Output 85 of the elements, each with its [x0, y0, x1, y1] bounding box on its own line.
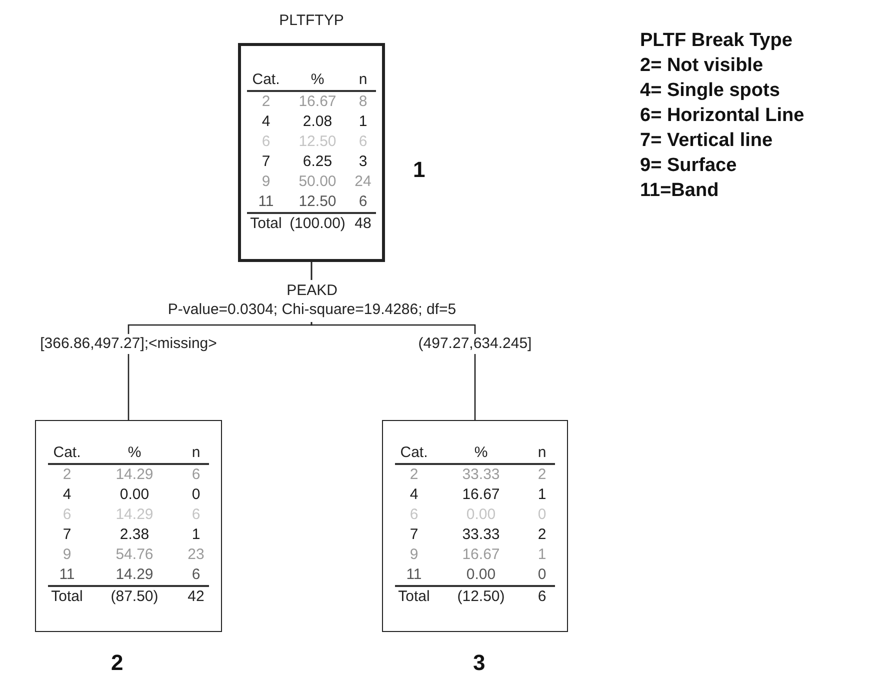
- table-cell-text: 1: [190, 525, 202, 545]
- table-cell-text: Cat.: [251, 70, 281, 90]
- table-cell-text: 4: [408, 485, 420, 505]
- node-number: 2: [111, 649, 124, 677]
- table-cell-text: 50.00: [298, 172, 338, 192]
- table-cell-text: 33.33: [461, 525, 501, 545]
- table-cell-text: 11: [58, 565, 76, 585]
- table-cell-text: 42: [186, 587, 206, 607]
- table-cell-text: n: [358, 70, 368, 90]
- table-cell-text: 16.67: [461, 545, 501, 565]
- key-entry: 9= Surface: [640, 154, 738, 178]
- table-cell-text: (87.50): [110, 587, 160, 607]
- table-cell-text: Cat.: [52, 443, 82, 463]
- table-cell-text: 6: [62, 505, 72, 525]
- table-cell-text: (100.00): [288, 214, 346, 234]
- table-cell-text: 23: [186, 545, 206, 565]
- table-cell-text: 4: [260, 112, 272, 132]
- table-cell-text: 4: [62, 485, 72, 505]
- node-heading: PLTFTYP: [278, 11, 345, 31]
- table-cell-text: 16.67: [461, 485, 501, 505]
- table-cell-text: 14.29: [114, 505, 154, 525]
- table-cell-text: 6.25: [302, 152, 334, 172]
- table-cell-text: 2.08: [302, 112, 334, 132]
- table-cell-text: 11: [405, 565, 423, 585]
- table-cell-text: 7: [260, 152, 272, 172]
- table-cell-text: 2: [260, 92, 272, 112]
- table-cell-text: 6: [190, 465, 202, 485]
- table-cell-text: 8: [358, 92, 368, 112]
- table-cell-text: 6: [190, 505, 202, 525]
- table-cell-text: 2: [536, 525, 548, 545]
- node-number: 1: [413, 156, 426, 184]
- table-cell-text: 0.00: [465, 565, 497, 585]
- edge-label: (497.27,634.245]: [416, 334, 534, 354]
- table-cell-text: n: [536, 443, 548, 463]
- table-cell-text: 33.33: [461, 465, 501, 485]
- table-cell-text: 11: [257, 192, 275, 212]
- table-cell-text: 6: [190, 565, 202, 585]
- key-entry: 11=Band: [640, 179, 720, 203]
- table-cell-text: 48: [354, 214, 372, 234]
- table-cell-text: Total: [249, 214, 283, 234]
- table-cell-text: 24: [354, 172, 372, 192]
- table-cell-text: (12.50): [456, 587, 506, 607]
- table-cell-text: 2.38: [118, 525, 150, 545]
- table-cell-text: 2: [536, 465, 548, 485]
- table-cell-text: 14.29: [114, 565, 154, 585]
- table-cell-text: 9: [62, 545, 72, 565]
- table-cell-text: 14.29: [114, 465, 154, 485]
- table-cell-text: 6: [358, 132, 368, 152]
- table-cell-text: 1: [536, 485, 548, 505]
- table-cell-text: 3: [358, 152, 368, 172]
- table-cell-text: 0: [536, 565, 548, 585]
- table-cell-text: 7: [408, 525, 420, 545]
- key-entry: 7= Vertical line: [640, 129, 774, 153]
- table-cell-text: %: [310, 70, 326, 90]
- table-cell-text: 2: [408, 465, 420, 485]
- table-cell-text: 1: [358, 112, 368, 132]
- table-cell-text: 0.00: [465, 505, 497, 525]
- table-cell-text: 0.00: [118, 485, 150, 505]
- table-cell-text: 0: [536, 505, 548, 525]
- table-cell-text: 6: [260, 132, 272, 152]
- table-cell-text: 6: [358, 192, 368, 212]
- table-cell-text: 54.76: [114, 545, 154, 565]
- table-cell-text: 2: [62, 465, 72, 485]
- table-cell-text: Total: [397, 587, 431, 607]
- table-cell-text: 0: [190, 485, 202, 505]
- table-cell-text: 7: [62, 525, 72, 545]
- edge-label: [366.86,497.27];<missing>: [38, 334, 219, 354]
- table-cell-text: n: [190, 443, 202, 463]
- table-cell-text: %: [473, 443, 489, 463]
- table-cell-text: 16.67: [298, 92, 338, 112]
- table-cell-text: 12.50: [298, 132, 338, 152]
- table-cell-text: 9: [408, 545, 420, 565]
- node-number: 3: [473, 649, 486, 677]
- key-entry: 2= Not visible: [640, 54, 764, 78]
- table-cell-text: Total: [50, 587, 84, 607]
- key-entry: 6= Horizontal Line: [640, 104, 804, 128]
- key-heading: PLTF Break Type: [640, 29, 794, 53]
- table-cell-text: 6: [536, 587, 548, 607]
- key-entry: 4= Single spots: [640, 79, 781, 103]
- table-cell-text: 1: [536, 545, 548, 565]
- table-cell-text: 12.50: [298, 192, 338, 212]
- table-cell-text: 9: [260, 172, 272, 192]
- table-cell-text: 6: [408, 505, 420, 525]
- table-cell-text: Cat.: [399, 443, 429, 463]
- table-cell-text: %: [126, 443, 142, 463]
